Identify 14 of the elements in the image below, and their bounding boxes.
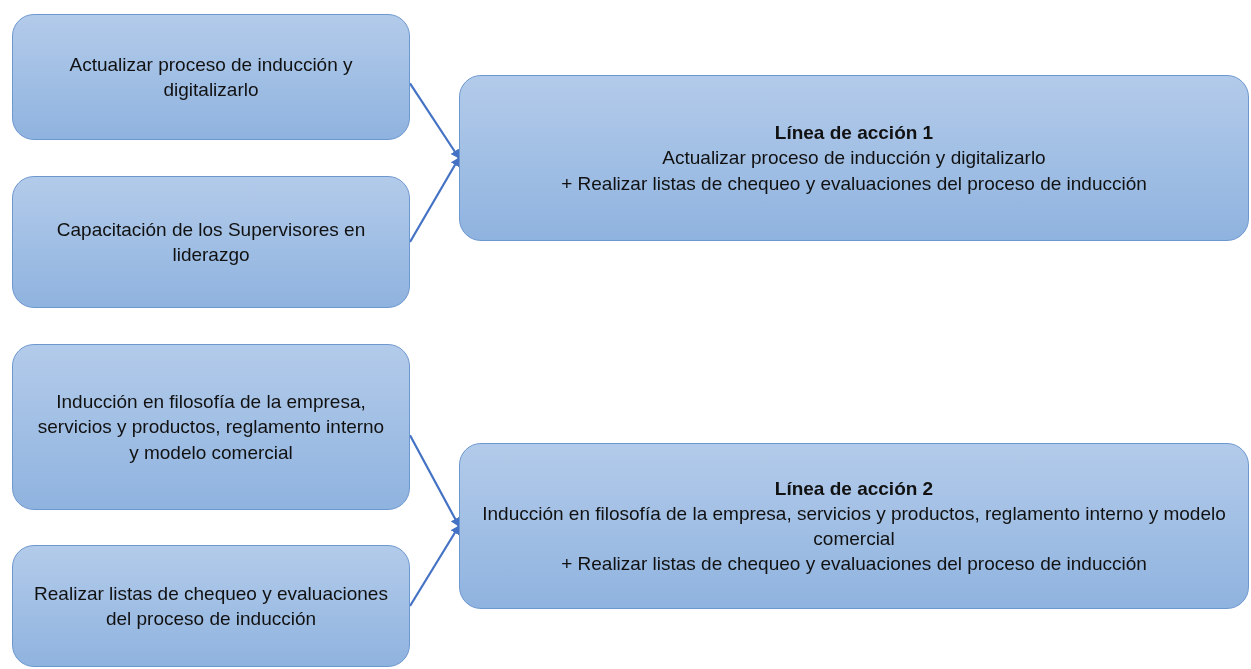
box-heading: Línea de acción 1 — [774, 121, 934, 146]
arrow — [409, 82, 460, 159]
arrow — [409, 434, 460, 527]
arrow — [409, 157, 460, 243]
arrow — [409, 525, 460, 607]
box-text: Actualizar proceso de inducción y digitalizarlo — [662, 146, 1046, 171]
box-text: Inducción en filosofía de la empresa, servicios y productos, reglamento interno y modelo comercial — [481, 501, 1227, 551]
box-text: + Realizar listas de chequeo y evaluaciones del proceso de inducción — [561, 171, 1147, 196]
process-box: Realizar listas de chequeo y evaluaciones del proceso de inducción — [12, 545, 410, 667]
process-box: Inducción en filosofía de la empresa, servicios y productos, reglamento interno y modelo comercial — [12, 344, 410, 510]
process-box: Capacitación de los Supervisores en liderazgo — [12, 176, 410, 308]
process-box: Actualizar proceso de inducción y digitalizarlo — [12, 14, 410, 140]
box-text: + Realizar listas de chequeo y evaluaciones del proceso de inducción — [561, 552, 1147, 577]
box-heading: Línea de acción 2 — [774, 476, 934, 501]
